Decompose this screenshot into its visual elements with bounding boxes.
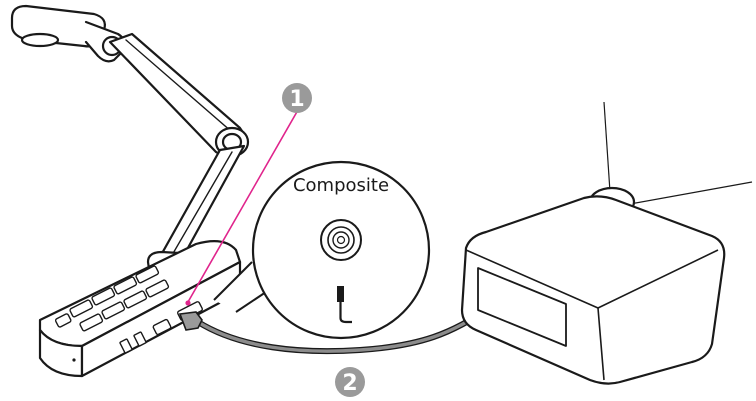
callout-1-number: 1 bbox=[289, 87, 304, 112]
cable-plug-camera bbox=[178, 311, 203, 331]
control-panel bbox=[54, 265, 170, 332]
leader-line bbox=[187, 109, 299, 303]
callout-2-number: 2 bbox=[342, 371, 357, 396]
video-connector-icon bbox=[337, 286, 352, 324]
composite-jack-icon bbox=[320, 219, 362, 261]
document-camera bbox=[10, 4, 250, 378]
callout-1: 1 bbox=[282, 83, 312, 113]
camera-head bbox=[10, 4, 126, 63]
port-label: Composite bbox=[293, 175, 389, 196]
callout-2: 2 bbox=[335, 367, 365, 397]
projector-body bbox=[460, 195, 726, 385]
port-zoom-callout: Composite bbox=[213, 160, 431, 340]
projector-connector-panel bbox=[477, 267, 567, 347]
projector bbox=[460, 101, 753, 385]
